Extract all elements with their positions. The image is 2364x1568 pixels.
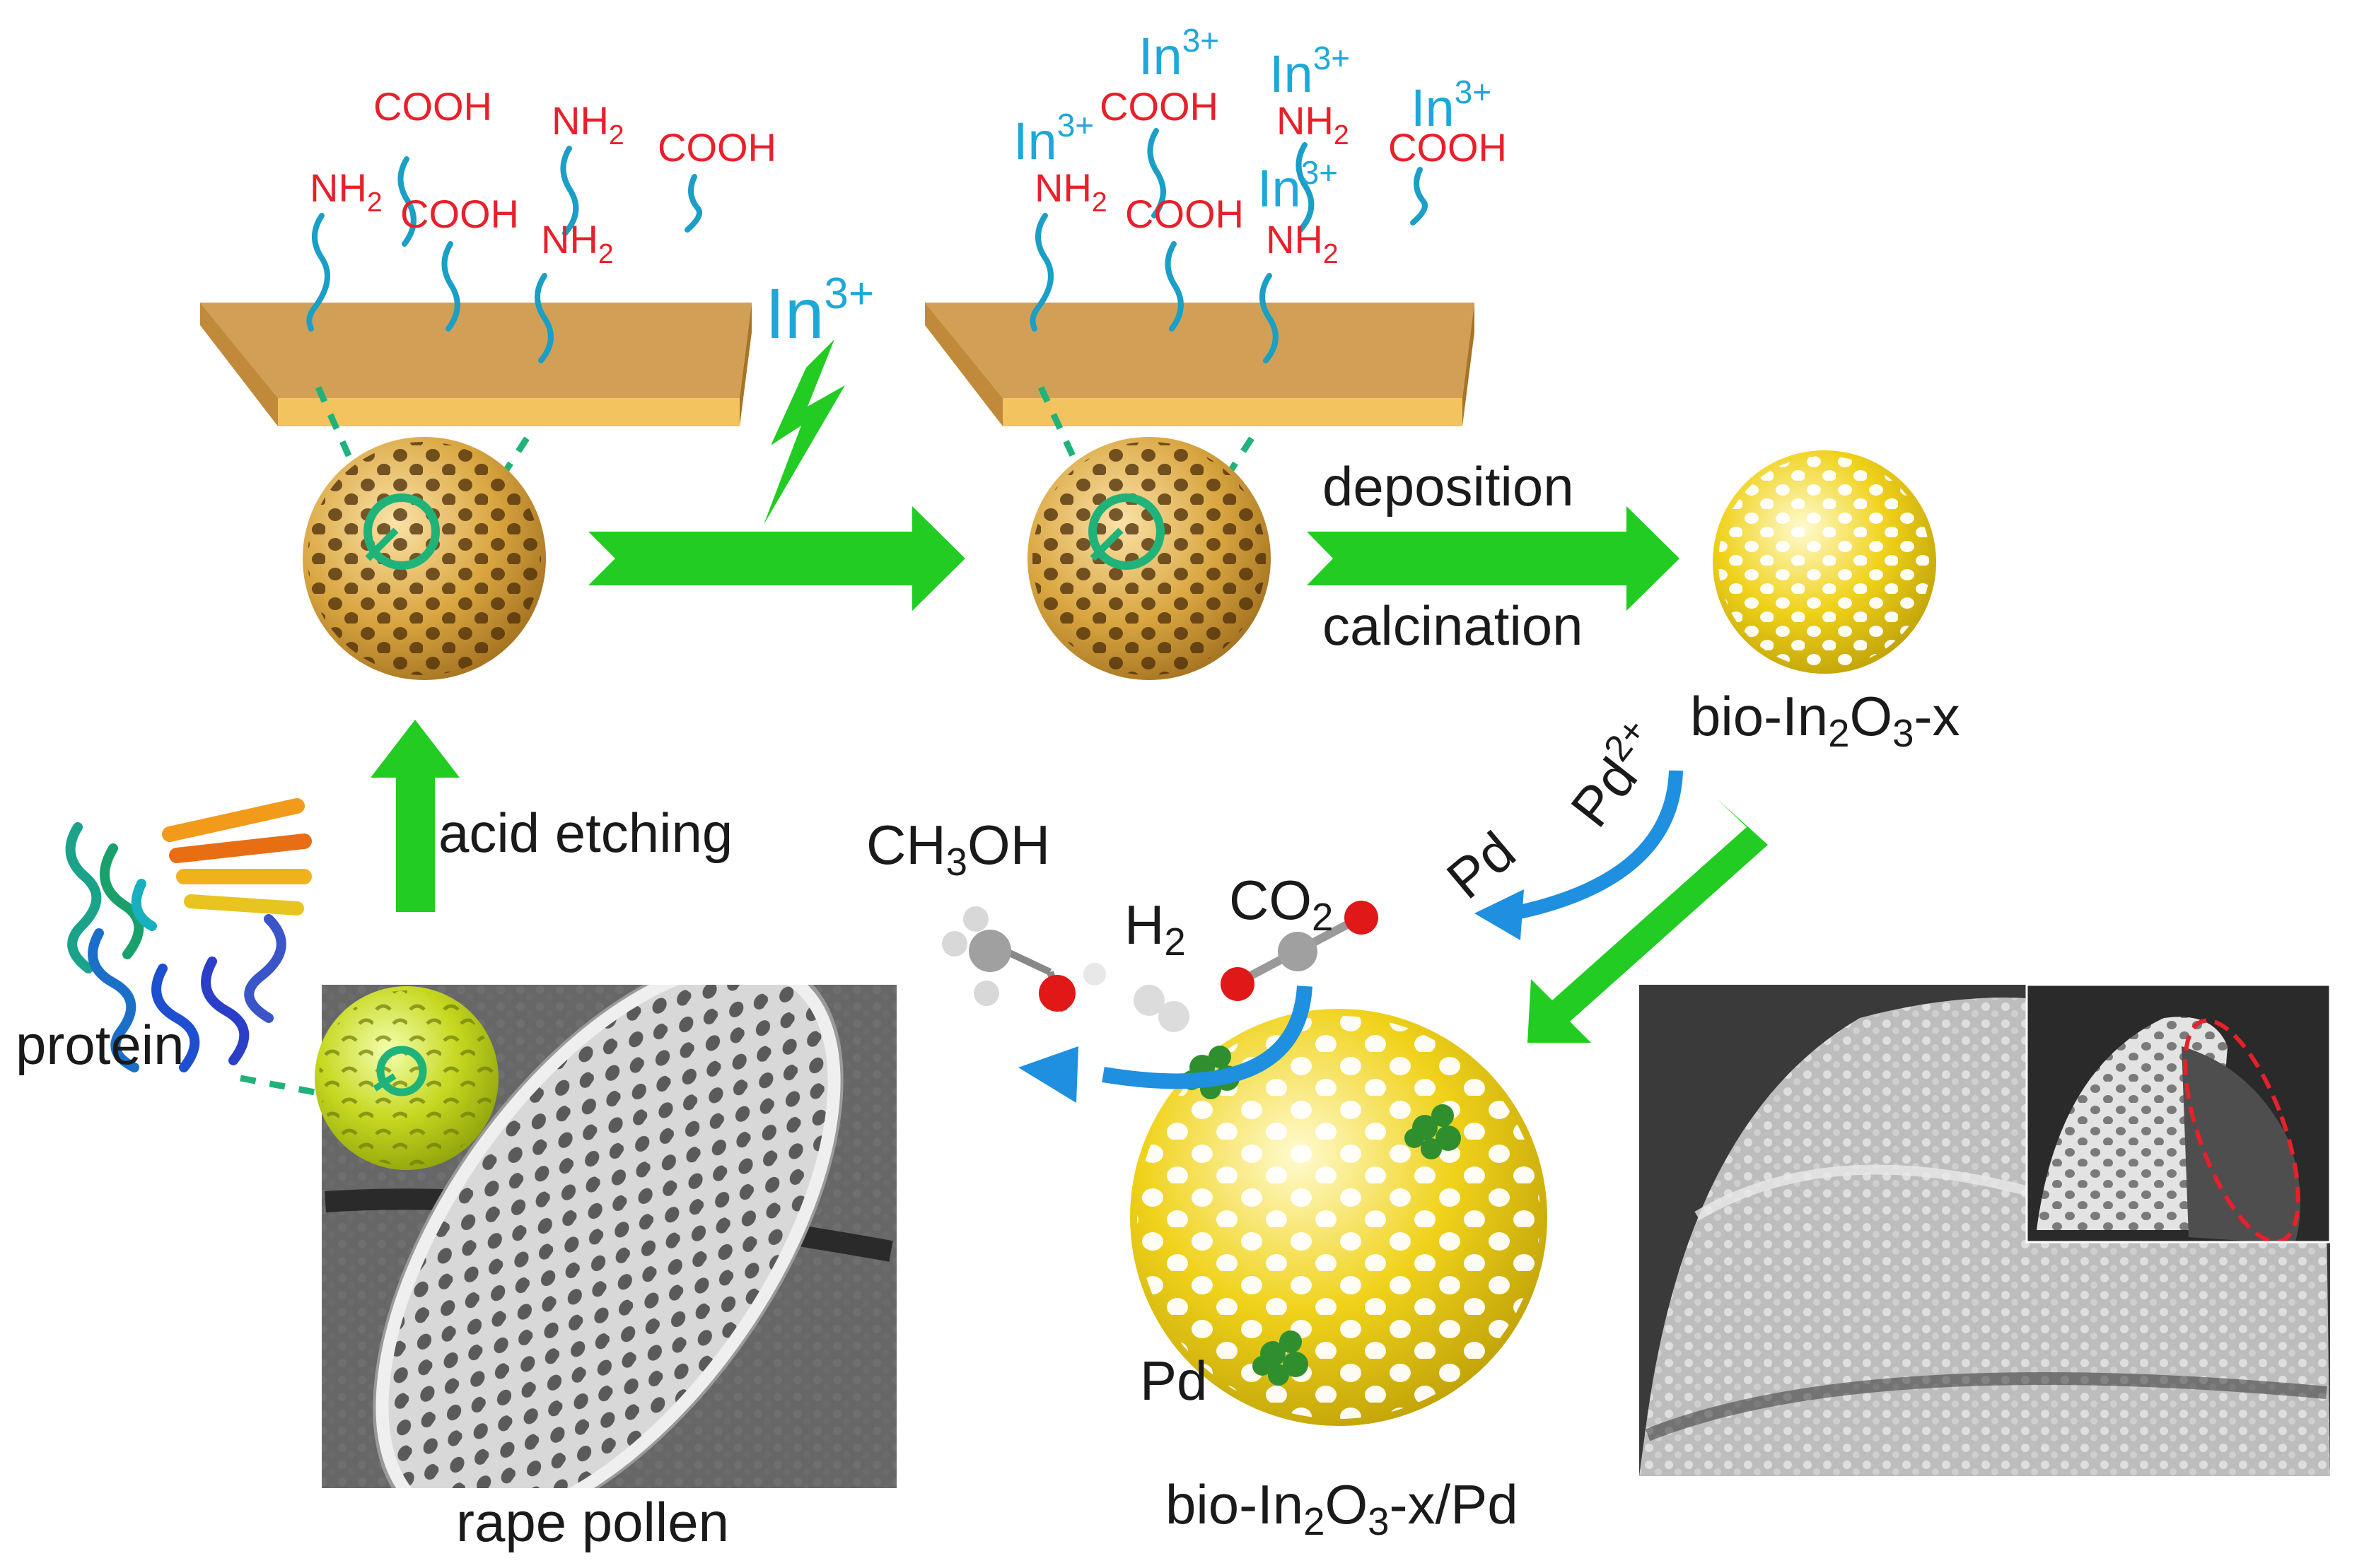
pd-cluster-label: Pd (1140, 1350, 1207, 1412)
hydrogen-molecule (1134, 985, 1189, 1032)
co2-label: CO2 (1229, 869, 1333, 939)
protein-connector (240, 1075, 315, 1096)
bio-in2o3-pd-label: bio-In2O3-x/Pd (1165, 1473, 1518, 1543)
pollen-sem-image (322, 985, 897, 1488)
acid-etching-label: acid etching (438, 802, 733, 864)
substrate-slab-1 (200, 303, 752, 426)
rape-pollen-label: rape pollen (456, 1491, 729, 1553)
process-arrow-1 (588, 506, 965, 611)
cooh-label: COOH (373, 84, 492, 129)
sem-inset-border (2025, 983, 2331, 1244)
cooh-label: COOH (1100, 84, 1218, 129)
in3-ion-label: In3+ (1139, 22, 1219, 86)
functional-groups-2: COOH NH2 COOH NH2 COOH NH2 (1035, 84, 1507, 269)
process-arrow-2 (1307, 506, 1679, 611)
nh2-label: NH2 (552, 98, 624, 151)
acid-etching-arrow (371, 720, 460, 912)
pd-reduction-arrowhead (1474, 889, 1524, 940)
nh2-label: NH2 (541, 217, 614, 269)
sem-inset (2027, 985, 2330, 1242)
deposition-label: deposition (1322, 455, 1574, 517)
in3-ion-label: In3+ (1013, 107, 1094, 170)
nh2-label: NH2 (310, 165, 383, 218)
in3-ion-label: In3+ (1411, 74, 1491, 137)
in3-ion-label: In3+ (1257, 154, 1338, 218)
functional-groups-1: COOH NH2 COOH NH2 COOH NH2 (310, 84, 776, 269)
methanol-label: CH3OH (866, 814, 1050, 884)
process-arrow-3 (1527, 799, 1768, 1043)
protein-structure (65, 798, 312, 1072)
hydrogen-label: H2 (1124, 894, 1186, 964)
conversion-arrow (1102, 985, 1312, 1089)
nh2-label: NH2 (1266, 217, 1339, 269)
nh2-label: NH2 (1035, 165, 1107, 218)
pd-reduction-arrow (1501, 770, 1683, 923)
conversion-arrowhead (1018, 1046, 1078, 1103)
lightning-arrow (764, 339, 845, 525)
functional-chains-1 (306, 146, 703, 363)
co2-molecule (1221, 901, 1378, 1001)
protein-label: protein (16, 1014, 185, 1076)
cooh-label: COOH (400, 192, 519, 236)
in3-ion-label: In3+ (1269, 40, 1350, 103)
porous-sphere-1 (303, 437, 546, 680)
nh2-label: NH2 (1276, 98, 1349, 151)
pollen-model-sphere (315, 986, 499, 1170)
functional-chains-2 (1030, 128, 1428, 363)
porous-sphere-2 (1027, 437, 1271, 680)
cooh-label: COOH (1125, 192, 1244, 236)
methanol-molecule (942, 906, 1106, 1012)
bound-ions: In3+ In3+ In3+ In3+ In3+ (1013, 22, 1491, 218)
in3-ion-label: In3+ (765, 269, 874, 353)
bio-in2o3-label: bio-In2O3-x (1690, 685, 1960, 755)
cooh-label: COOH (658, 125, 776, 170)
calcination-label: calcination (1322, 595, 1583, 657)
bio-in2o3-sphere (1713, 450, 1936, 674)
pd2-ion-label: Pd2+ (1555, 710, 1675, 838)
substrate-slab-2 (925, 303, 1474, 426)
cooh-label: COOH (1388, 125, 1507, 170)
